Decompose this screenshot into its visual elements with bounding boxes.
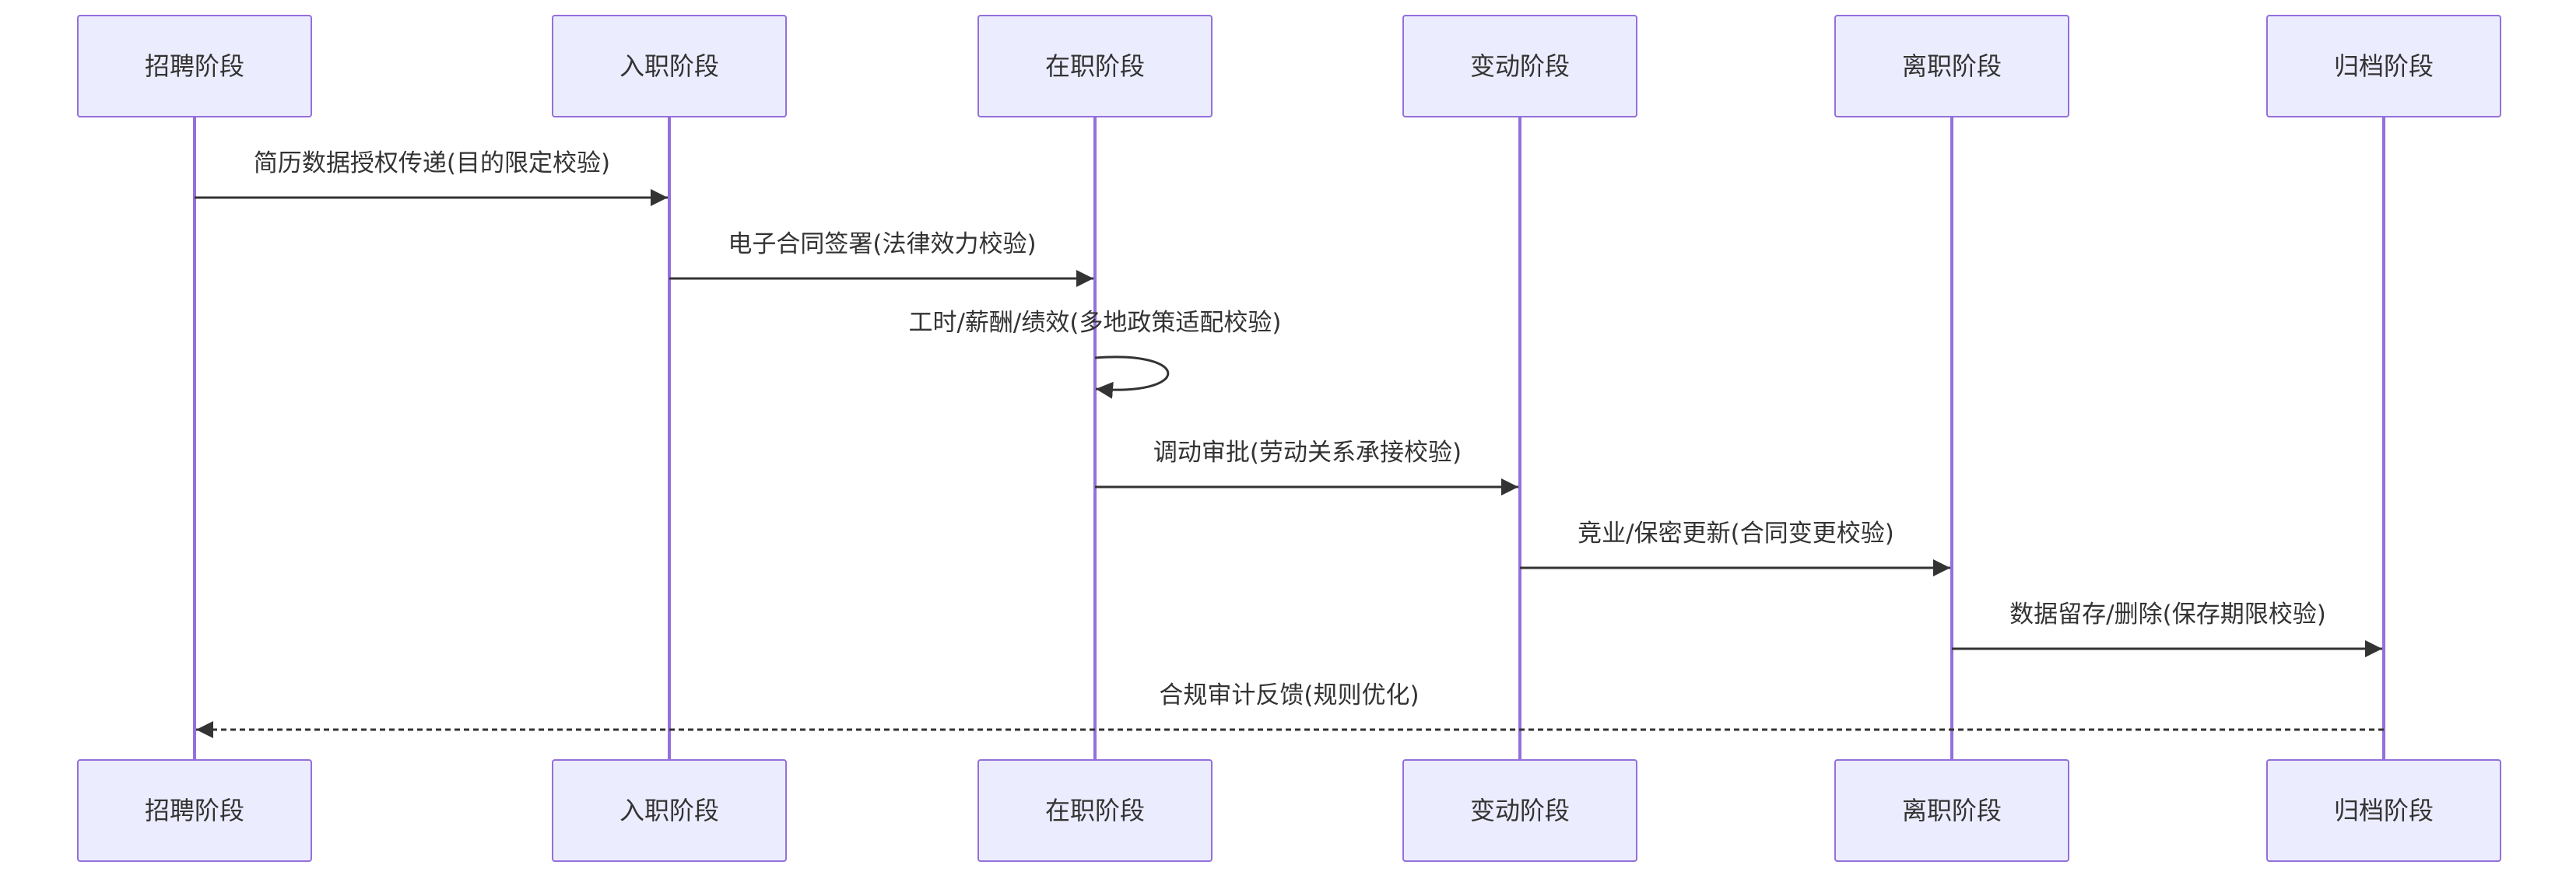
participant-box	[977, 15, 1213, 117]
participant-label: 招聘阶段	[145, 796, 244, 825]
message-1: 简历数据授权传递(目的限定校验)	[195, 149, 668, 206]
participant-recruit-top: 招聘阶段	[77, 15, 312, 117]
participant-box	[1402, 15, 1637, 117]
participant-box	[1834, 759, 2069, 862]
message-3: 工时/薪酬/绩效(多地政策适配校验)	[908, 309, 1282, 399]
participant-box	[2266, 759, 2501, 862]
message-2: 电子合同签署(法律效力校验)	[669, 230, 1093, 287]
participant-box	[552, 759, 787, 862]
lifelines	[193, 117, 2385, 760]
message-label: 数据留存/删除(保存期限校验)	[2009, 601, 2326, 629]
participant-archive-bottom: 归档阶段	[2266, 759, 2501, 862]
message-label: 工时/薪酬/绩效(多地政策适配校验)	[908, 309, 1281, 337]
participant-label: 归档阶段	[2334, 51, 2434, 81]
participant-box	[977, 759, 1213, 862]
participant-leave-bottom: 离职阶段	[1834, 759, 2069, 862]
messages: 简历数据授权传递(目的限定校验) 电子合同签署(法律效力校验) 工时/薪酬/绩效(多…	[195, 149, 2384, 738]
participant-archive-top: 归档阶段	[2266, 15, 2501, 117]
participant-label: 在职阶段	[1045, 796, 1145, 825]
participant-employed-bottom: 在职阶段	[977, 759, 1213, 862]
participant-change-bottom: 变动阶段	[1402, 759, 1637, 862]
participant-box	[77, 15, 312, 117]
message-label: 电子合同签署(法律效力校验)	[728, 230, 1036, 258]
participant-onboard-top: 入职阶段	[552, 15, 787, 117]
message-label: 简历数据授权传递(目的限定校验)	[254, 149, 610, 177]
message-6: 数据留存/删除(保存期限校验)	[1952, 601, 2382, 657]
participant-leave-top: 离职阶段	[1834, 15, 2069, 117]
participant-box	[1402, 759, 1637, 862]
message-7: 合规审计反馈(规则优化)	[196, 681, 2384, 738]
participant-box	[77, 759, 312, 862]
participant-change-top: 变动阶段	[1402, 15, 1637, 117]
participant-box	[2266, 15, 2501, 117]
message-5: 竞业/保密更新(合同变更校验)	[1520, 520, 1950, 576]
message-label: 竞业/保密更新(合同变更校验)	[1578, 520, 1894, 548]
participant-label: 变动阶段	[1470, 51, 1570, 81]
message-label: 调动审批(劳动关系承接校验)	[1153, 439, 1462, 467]
participant-label: 入职阶段	[619, 796, 719, 825]
participant-label: 变动阶段	[1470, 796, 1570, 825]
participant-recruit-bottom: 招聘阶段	[77, 759, 312, 862]
participant-employed-top: 在职阶段	[977, 15, 1213, 117]
participant-onboard-bottom: 入职阶段	[552, 759, 787, 862]
message-label: 合规审计反馈(规则优化)	[1159, 681, 1419, 709]
message-4: 调动审批(劳动关系承接校验)	[1095, 439, 1518, 496]
message-arrow	[1094, 355, 1170, 399]
participant-label: 入职阶段	[619, 51, 719, 81]
participants: 招聘阶段招聘阶段入职阶段入职阶段在职阶段在职阶段变动阶段变动阶段离职阶段离职阶段…	[77, 15, 2501, 862]
participant-label: 在职阶段	[1045, 51, 1145, 81]
participant-box	[552, 15, 787, 117]
participant-label: 离职阶段	[1902, 51, 2002, 81]
participant-box	[1834, 15, 2069, 117]
participant-label: 招聘阶段	[145, 51, 244, 81]
participant-label: 归档阶段	[2334, 796, 2434, 825]
participant-label: 离职阶段	[1902, 796, 2002, 825]
